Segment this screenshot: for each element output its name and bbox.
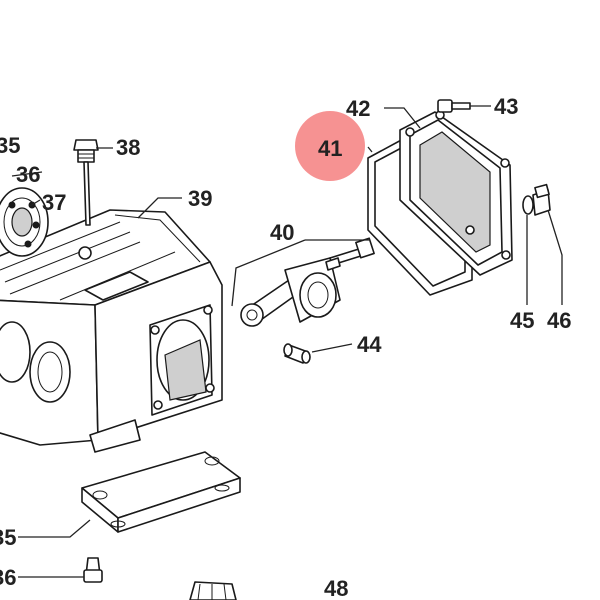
connecting-rod-part[interactable] xyxy=(240,257,341,327)
label-41: 41 xyxy=(318,136,342,161)
bearing-part[interactable] xyxy=(0,187,49,257)
label-43: 43 xyxy=(494,94,518,119)
rod-bolt-part[interactable] xyxy=(325,237,375,271)
label-42: 42 xyxy=(346,96,370,121)
highlight-marker xyxy=(295,111,365,181)
bracket-screw-part[interactable] xyxy=(83,557,103,583)
label-48: 48 xyxy=(324,576,348,600)
label-44: 44 xyxy=(357,332,382,357)
label-46: 46 xyxy=(547,308,571,333)
mounting-bracket-part[interactable] xyxy=(81,451,241,533)
leader-lines xyxy=(11,105,563,578)
label-36-top: 36 xyxy=(16,162,40,187)
oil-plug-part[interactable] xyxy=(522,183,551,216)
label-35-bottom: 35 xyxy=(0,525,16,550)
label-45: 45 xyxy=(510,308,534,333)
label-36-bottom: 36 xyxy=(0,565,16,590)
piston-pin-part[interactable] xyxy=(283,343,311,364)
label-40: 40 xyxy=(270,220,294,245)
dipstick-part[interactable] xyxy=(73,139,99,226)
label-37: 37 xyxy=(42,190,66,215)
pump-body-part[interactable] xyxy=(0,209,223,453)
cover-screw-part[interactable] xyxy=(437,99,471,113)
label-39: 39 xyxy=(188,186,212,211)
label-35-top: 35 xyxy=(0,133,20,158)
rear-cover-part[interactable] xyxy=(399,110,513,276)
shaft-part[interactable] xyxy=(189,581,237,600)
label-38: 38 xyxy=(116,135,140,160)
